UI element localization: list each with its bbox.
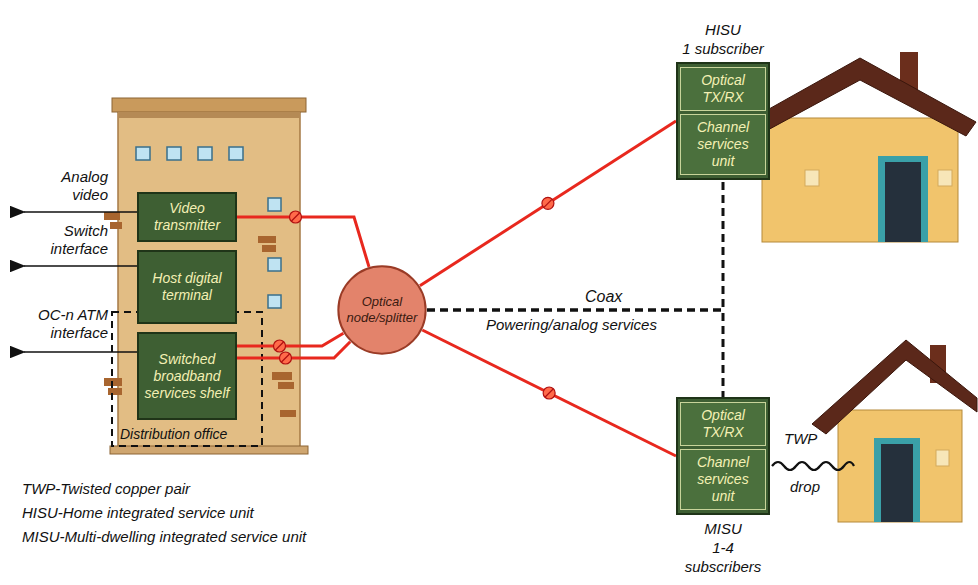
node-label: Optical TX/RX xyxy=(685,407,761,441)
node-label: MISU xyxy=(678,519,768,538)
building-base xyxy=(110,446,308,454)
unit-heading: MISU1-4 subscribers xyxy=(678,519,768,576)
node-label: Video transmitter xyxy=(142,200,232,234)
node-sublabel: 1-4 subscribers xyxy=(678,538,768,576)
fiber-marker xyxy=(274,340,286,352)
node-label: Optical node/splitter xyxy=(347,294,418,326)
legend-note: MISU-Multi-dwelling integrated service u… xyxy=(22,528,306,546)
office-building xyxy=(104,98,308,454)
twp-drop-wire xyxy=(772,462,854,470)
house-window xyxy=(936,450,949,466)
equipment-box: Host digital terminal xyxy=(137,250,237,324)
unit-module: Channel services unit xyxy=(680,449,766,510)
brick-patches xyxy=(104,212,296,417)
fiber-line xyxy=(237,342,350,358)
legend-note: TWP-Twisted copper pair xyxy=(22,480,190,498)
service-unit: MISU1-4 subscribersOptical TX/RXChannel … xyxy=(676,397,770,515)
unit-heading: HISU1 subscriber xyxy=(653,20,793,58)
annotation: Distribution office xyxy=(120,425,227,443)
house-door xyxy=(885,162,921,242)
fiber-marker-hatch xyxy=(292,213,300,221)
building-wall xyxy=(118,108,300,450)
dashed-enclosure xyxy=(112,312,262,446)
annotation: OC-n ATM interface xyxy=(18,306,108,342)
house-two xyxy=(812,340,977,522)
fiber-line xyxy=(237,333,343,346)
fiber-marker xyxy=(542,197,554,209)
splitter-circle: Optical node/splitter xyxy=(337,265,427,355)
annotation: TWP xyxy=(784,430,817,448)
node-text: Channel services unit xyxy=(685,454,761,505)
annotation: Analog video xyxy=(46,168,108,204)
fiber-line xyxy=(422,330,676,456)
node-label: Switched broadband services shelf xyxy=(142,351,232,402)
equipment-box: Video transmitter xyxy=(137,192,237,242)
annotation: drop xyxy=(790,478,820,496)
annotation: Coax xyxy=(585,288,622,306)
node-text: Optical node/splitter xyxy=(347,294,418,326)
house-wall xyxy=(762,118,958,242)
building-cornice xyxy=(112,98,306,112)
door-frame xyxy=(874,438,920,522)
house-door xyxy=(881,444,913,522)
fiber-marker-hatch xyxy=(282,354,290,362)
legend-note: HISU-Home integrated service unit xyxy=(22,504,254,522)
unit-module: Channel services unit xyxy=(680,114,766,175)
node-label: HISU xyxy=(653,20,793,39)
fiber-marker xyxy=(290,211,302,223)
unit-module: Optical TX/RX xyxy=(680,402,766,446)
node-text: Host digital terminal xyxy=(142,270,232,304)
fiber-line xyxy=(420,121,676,286)
node-text: Video transmitter xyxy=(142,200,232,234)
building-band xyxy=(118,112,300,118)
switch-interface-arrow xyxy=(24,265,137,267)
coax-line xyxy=(427,310,723,397)
unit-module: Optical TX/RX xyxy=(680,67,766,111)
analog-video-arrow xyxy=(24,211,137,213)
node-text: Channel services unit xyxy=(685,119,761,170)
node-label: Host digital terminal xyxy=(142,270,232,304)
door-frame xyxy=(878,156,928,242)
node-text: Switched broadband services shelf xyxy=(142,351,232,402)
house-window xyxy=(938,170,952,186)
house-roof xyxy=(812,340,977,434)
service-unit: HISU1 subscriberOptical TX/RXChannel ser… xyxy=(676,62,770,180)
fiber-line xyxy=(237,217,369,267)
node-label: Optical TX/RX xyxy=(685,72,761,106)
node-label: Channel services unit xyxy=(685,119,761,170)
building-windows xyxy=(136,147,281,308)
node-label: Channel services unit xyxy=(685,454,761,505)
splitter-disc xyxy=(338,266,425,353)
fiber-marker-hatch xyxy=(545,389,553,397)
equipment-box: Switched broadband services shelf xyxy=(137,332,237,420)
fiber-marker-hatch xyxy=(276,342,284,350)
node-text: Optical TX/RX xyxy=(685,407,761,441)
house-wall xyxy=(838,410,962,522)
annotation: Powering/analog services xyxy=(486,316,657,334)
node-text: Optical TX/RX xyxy=(685,72,761,106)
fiber-marker-hatch xyxy=(544,199,552,207)
node-sublabel: 1 subscriber xyxy=(653,39,793,58)
atm-interface-arrow xyxy=(24,351,137,353)
fiber-marker xyxy=(280,352,292,364)
fiber-marker xyxy=(543,387,555,399)
coax-line xyxy=(427,180,723,310)
house-window xyxy=(805,170,819,186)
annotation: Switch interface xyxy=(30,222,108,258)
